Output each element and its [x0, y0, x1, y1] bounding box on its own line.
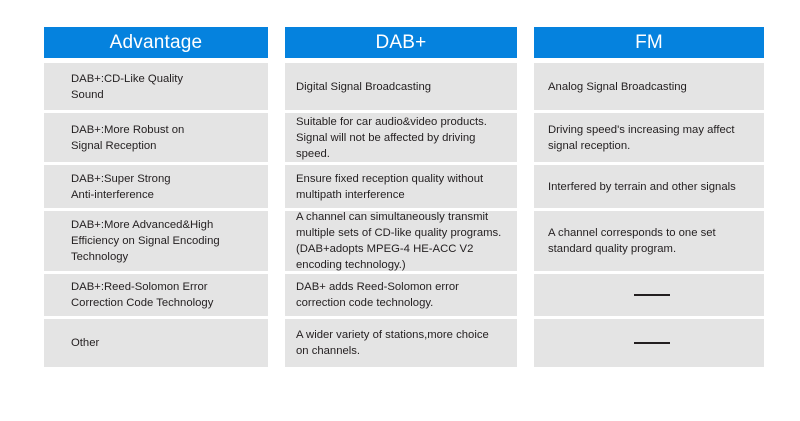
- table-cell: DAB+ adds Reed-Solomon error correction …: [285, 274, 517, 316]
- table-cell: Digital Signal Broadcasting: [285, 63, 517, 110]
- column-header-fm: FM: [534, 27, 764, 58]
- table-cell: Analog Signal Broadcasting: [534, 63, 764, 110]
- table-cell: DAB+:More Robust on Signal Reception: [44, 113, 268, 162]
- table-cell-empty: [534, 319, 764, 367]
- cell-text: DAB+ adds Reed-Solomon error correction …: [296, 281, 459, 309]
- column-header-dab-plus: DAB+: [285, 27, 517, 58]
- column-advantage: Advantage DAB+:CD-Like Quality Sound DAB…: [44, 27, 268, 367]
- cell-text: Driving speed's increasing may affect si…: [548, 123, 735, 152]
- cell-text: A wider variety of stations,more choice …: [296, 329, 489, 357]
- cell-text: DAB+:Reed-Solomon Error Correction Code …: [71, 281, 214, 309]
- column-cells-dab-plus: Digital Signal Broadcasting Suitable for…: [285, 63, 517, 367]
- table-cell: A channel corresponds to one set standar…: [534, 211, 764, 271]
- table-cell: DAB+:More Advanced&High Efficiency on Si…: [44, 211, 268, 271]
- column-fm: FM Analog Signal Broadcasting Driving sp…: [534, 27, 764, 367]
- em-dash-icon: [634, 294, 670, 296]
- column-cells-fm: Analog Signal Broadcasting Driving speed…: [534, 63, 764, 367]
- cell-text: Suitable for car audio&video products. S…: [296, 115, 487, 160]
- cell-text: A channel corresponds to one set standar…: [548, 227, 716, 255]
- cell-text: DAB+:Super Strong Anti-interference: [71, 172, 171, 201]
- cell-text: Analog Signal Broadcasting: [548, 80, 687, 93]
- table-cell: DAB+:Reed-Solomon Error Correction Code …: [44, 274, 268, 316]
- table-cell: A channel can simultaneously transmit mu…: [285, 211, 517, 271]
- cell-text: Digital Signal Broadcasting: [296, 80, 432, 93]
- table-cell: DAB+:CD-Like Quality Sound: [44, 63, 268, 110]
- column-cells-advantage: DAB+:CD-Like Quality Sound DAB+:More Rob…: [44, 63, 268, 367]
- cell-text: DAB+:CD-Like Quality Sound: [71, 72, 184, 101]
- table-cell-empty: [534, 274, 764, 316]
- column-dab-plus: DAB+ Digital Signal Broadcasting Suitabl…: [285, 27, 517, 367]
- cell-text: Interfered by terrain and other signals: [548, 180, 736, 193]
- table-cell: A wider variety of stations,more choice …: [285, 319, 517, 367]
- table-cell: Driving speed's increasing may affect si…: [534, 113, 764, 162]
- cell-text: Ensure fixed reception quality without m…: [296, 172, 484, 201]
- table-cell: Ensure fixed reception quality without m…: [285, 165, 517, 208]
- table-cell: DAB+:Super Strong Anti-interference: [44, 165, 268, 208]
- cell-text: DAB+:More Robust on Signal Reception: [71, 123, 185, 152]
- cell-text: Other: [71, 337, 100, 349]
- column-header-advantage: Advantage: [44, 27, 268, 58]
- cell-text: DAB+:More Advanced&High Efficiency on Si…: [71, 219, 220, 263]
- comparison-table: Advantage DAB+:CD-Like Quality Sound DAB…: [44, 27, 764, 367]
- table-cell: Interfered by terrain and other signals: [534, 165, 764, 208]
- cell-text: A channel can simultaneously transmit mu…: [296, 211, 502, 271]
- table-cell: Suitable for car audio&video products. S…: [285, 113, 517, 162]
- em-dash-icon: [634, 342, 670, 344]
- table-cell: Other: [44, 319, 268, 367]
